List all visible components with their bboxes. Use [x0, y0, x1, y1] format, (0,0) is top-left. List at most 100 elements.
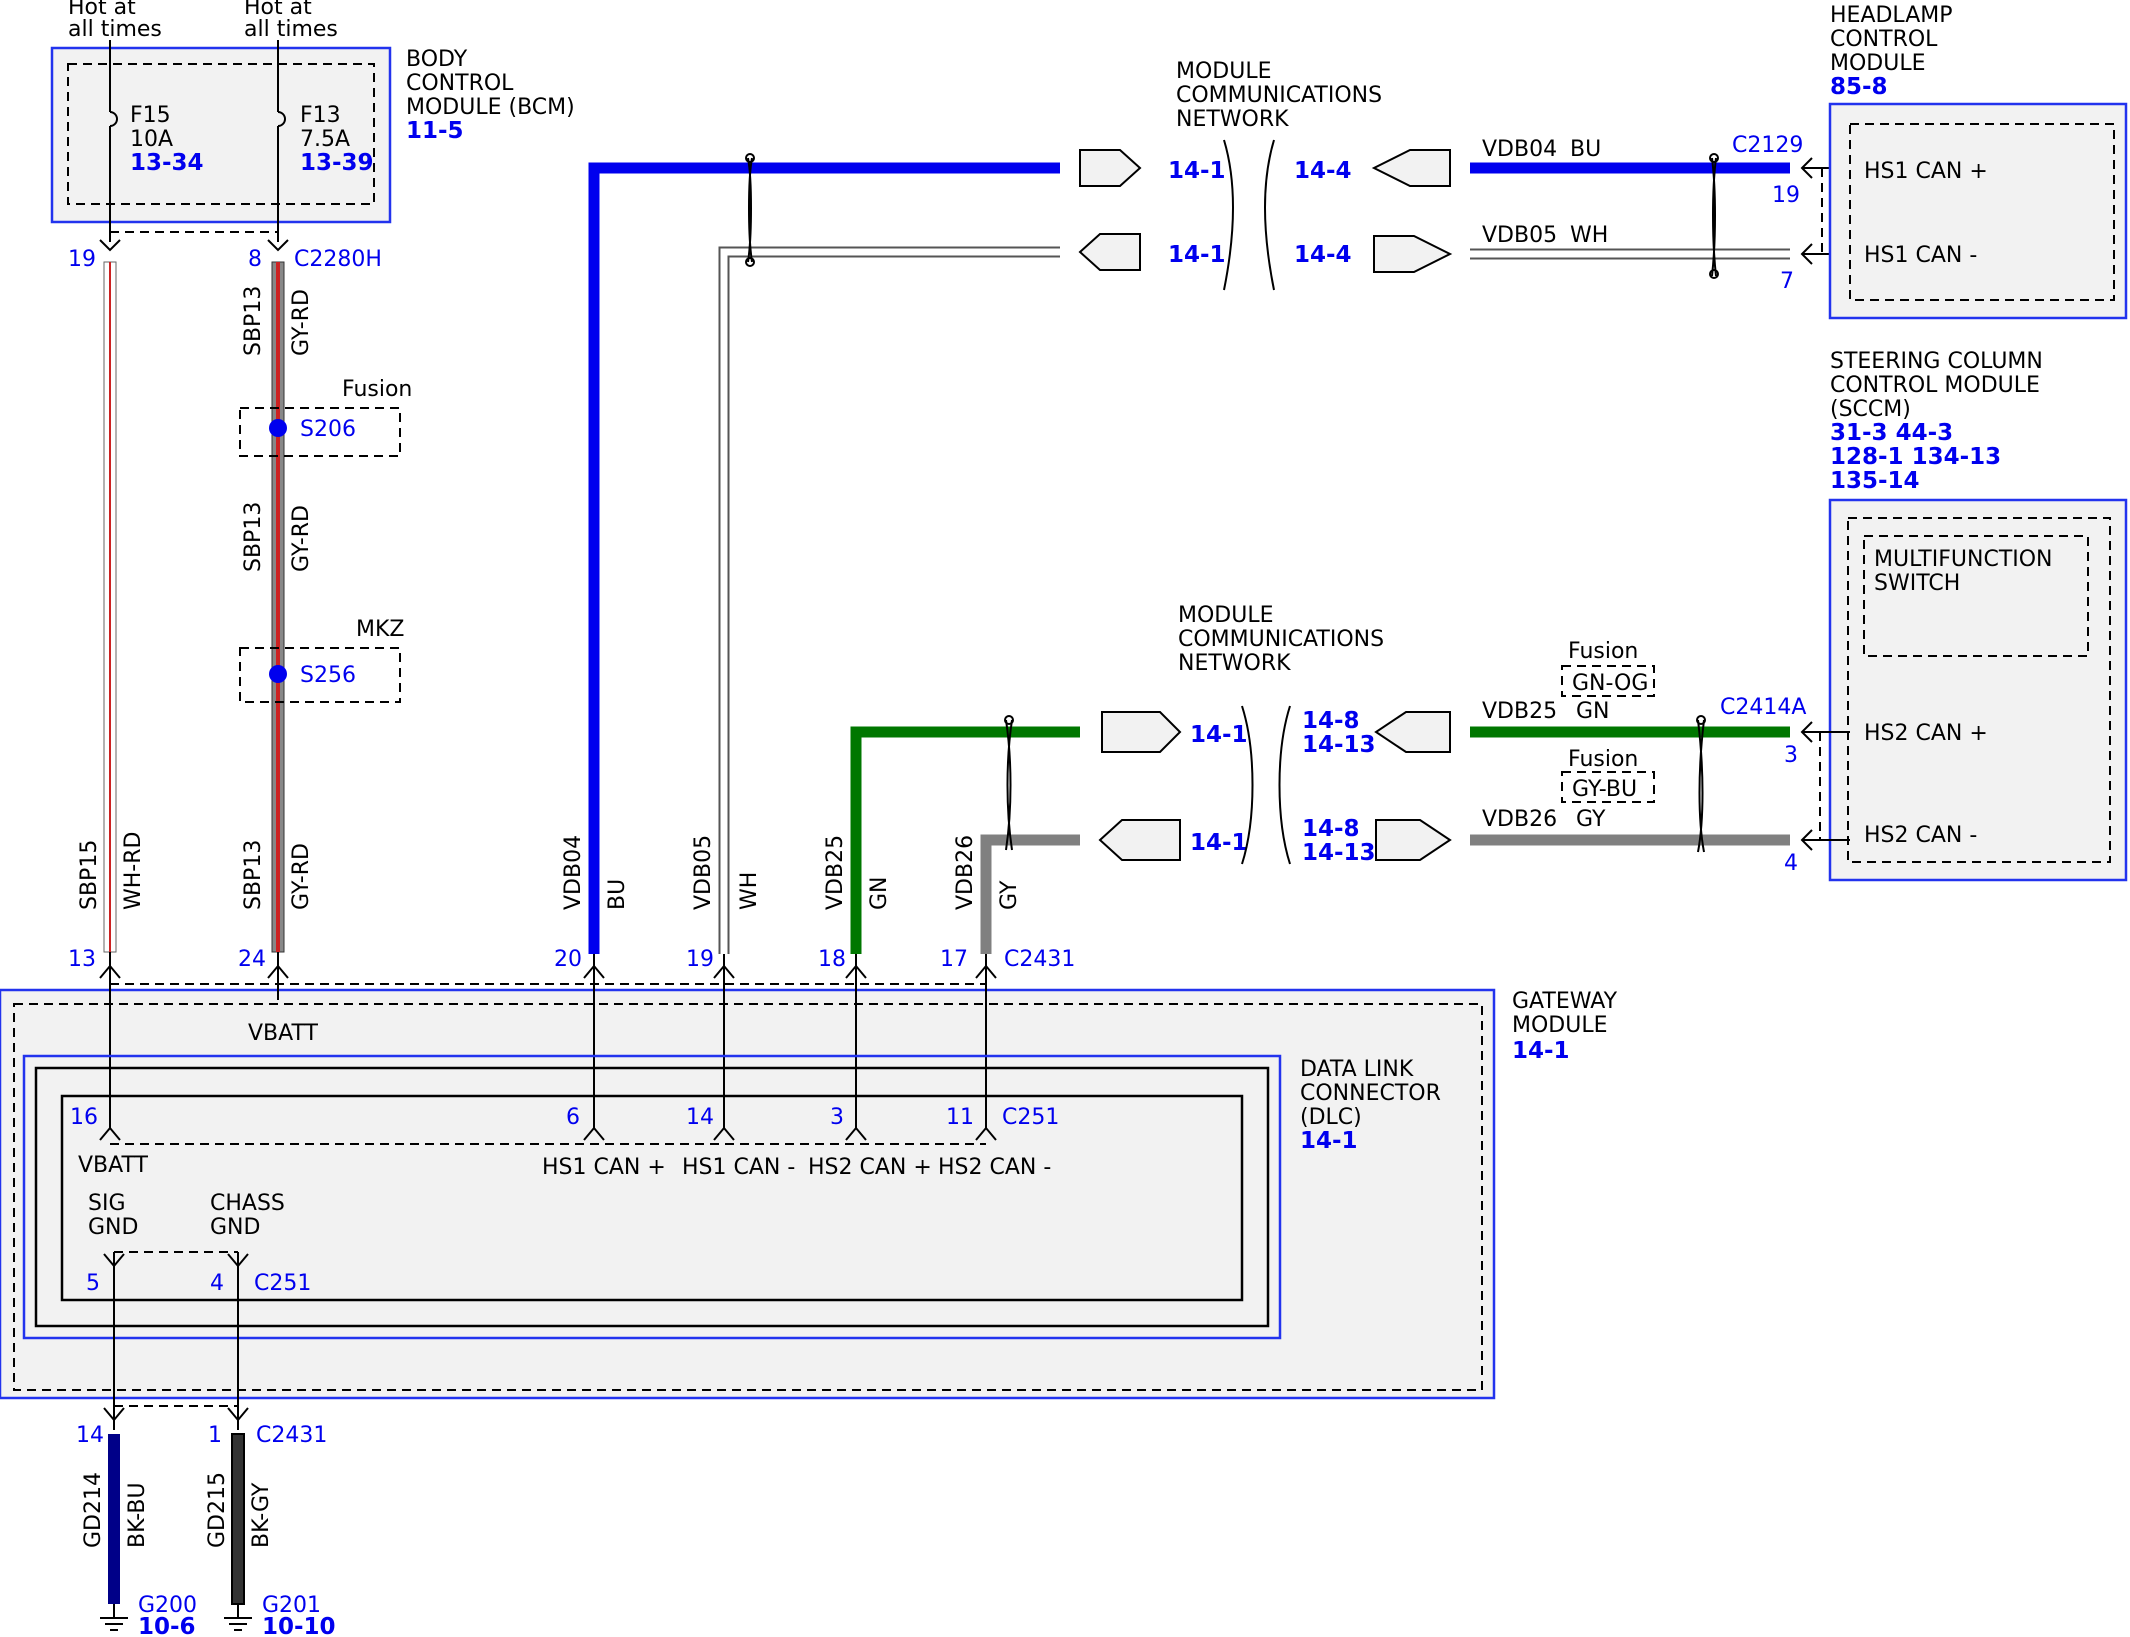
- headlamp-can-plus: HS1 CAN +: [1864, 159, 1988, 184]
- wire-gd215[interactable]: [231, 1433, 245, 1605]
- bcm-connector: C2280H: [294, 247, 382, 272]
- splice-s206-dot[interactable]: [269, 419, 287, 437]
- fuse-f15-ref[interactable]: 13-34: [130, 150, 204, 176]
- headlamp-ref[interactable]: 85-8: [1830, 74, 1888, 100]
- sbp13-color-2: GY-RD: [289, 505, 314, 572]
- left-power-wires: SBP13 GY-RD S206 Fusion SBP13 GY-RD S256…: [77, 261, 412, 953]
- connector-14-1-b[interactable]: [1078, 233, 1141, 271]
- ground-pin-14: 14: [76, 1423, 104, 1448]
- fusion1-color: GN-OG: [1572, 671, 1648, 696]
- gateway-vbatt: VBATT: [248, 1021, 319, 1046]
- ground-pin-1: 1: [208, 1423, 222, 1448]
- hot-left-line2: all times: [68, 17, 162, 42]
- gateway-border: [0, 988, 1496, 1400]
- vdb26-vertical-label: VDB26: [953, 835, 978, 910]
- dlc-connector: DATA LINK CONNECTOR (DLC) 14-1 16 6 14 3…: [22, 1054, 1441, 1430]
- dlc-name-1: DATA LINK: [1300, 1057, 1414, 1082]
- sccm-module: STEERING COLUMN CONTROL MODULE (SCCM) 31…: [1828, 349, 2128, 882]
- net-mid-title-3: NETWORK: [1178, 651, 1291, 676]
- fusion2-label: Fusion: [1568, 747, 1638, 772]
- dlc-hs1-can-minus: HS1 CAN -: [682, 1155, 795, 1180]
- fuse-f13-rating: 7.5A: [300, 127, 350, 152]
- gd214-label: GD214: [81, 1472, 106, 1548]
- gateway-ref[interactable]: 14-1: [1512, 1038, 1570, 1064]
- connector-14-1-d[interactable]: [1098, 819, 1181, 861]
- net-top-left-ref-2[interactable]: 14-1: [1168, 242, 1226, 268]
- vertical-wire-labels: VDB04 BU VDB05 WH VDB25 GN VDB26 GY: [561, 835, 1022, 910]
- fusion1-label: Fusion: [1568, 639, 1638, 664]
- splice-s206-box: [239, 407, 401, 457]
- bcm-ref[interactable]: 11-5: [406, 118, 464, 144]
- sccm-name-3: (SCCM): [1830, 397, 1911, 422]
- vdb05-label: VDB05: [1482, 223, 1557, 248]
- sccm-ref-2[interactable]: 128-1 134-13: [1830, 444, 2001, 470]
- vdb25-vertical-label: VDB25: [823, 835, 848, 910]
- net-top-left-ref-1[interactable]: 14-1: [1168, 158, 1226, 184]
- dlc-hs2-can-plus: HS2 CAN +: [808, 1155, 932, 1180]
- splice-s256-dot[interactable]: [269, 665, 287, 683]
- sccm-pin-3: 3: [1784, 743, 1798, 768]
- gateway-pin-17: 17: [940, 947, 968, 972]
- gateway-name-1: GATEWAY: [1512, 989, 1618, 1014]
- wire-vdb26[interactable]: [980, 834, 1080, 954]
- vdb04-color: BU: [1570, 137, 1601, 162]
- mid-network: 14-1 14-1 MODULE COMMUNICATIONS NETWORK …: [850, 603, 1850, 954]
- gateway-pin-18: 18: [818, 947, 846, 972]
- hot-right-line1: Hot at: [244, 0, 312, 20]
- hot-right-line2: all times: [244, 17, 338, 42]
- connector-14-1-c[interactable]: [1101, 711, 1182, 753]
- net-mid-right-ref-1a[interactable]: 14-8: [1302, 708, 1360, 734]
- sccm-ref-1[interactable]: 31-3 44-3: [1830, 420, 1953, 446]
- connector-14-8-b[interactable]: [1375, 819, 1452, 861]
- bcm-pin8-arrow: [267, 239, 289, 252]
- connector-14-8-a[interactable]: [1374, 711, 1451, 753]
- headlamp-name-3: MODULE: [1830, 51, 1926, 76]
- bcm-name-line2: CONTROL: [406, 71, 514, 96]
- vdb05-vertical-color: WH: [737, 872, 762, 910]
- vdb05-color: WH: [1570, 223, 1608, 248]
- wire-vdb05[interactable]: [720, 248, 1060, 954]
- dlc-pin-14: 14: [686, 1105, 714, 1130]
- ground-g201-ref[interactable]: 10-10: [262, 1614, 336, 1637]
- connector-14-4-a[interactable]: [1371, 149, 1451, 187]
- fuse-f15-symbol: [109, 111, 118, 127]
- bcm-name-line3: MODULE (BCM): [406, 95, 575, 120]
- dlc-ref[interactable]: 14-1: [1300, 1128, 1358, 1154]
- dlc-chass-gnd-1: CHASS: [210, 1191, 285, 1216]
- net-mid-right-ref-2b[interactable]: 14-13: [1302, 840, 1376, 866]
- connector-14-1-a[interactable]: [1079, 149, 1142, 187]
- sbp13-circuit-3: SBP13: [241, 840, 266, 910]
- sccm-connector: C2414A: [1720, 695, 1806, 720]
- sccm-ref-3[interactable]: 135-14: [1830, 468, 1920, 494]
- gd214-color: BK-BU: [125, 1482, 150, 1548]
- gd215-color: BK-GY: [249, 1482, 274, 1548]
- bcm-inner-dashed: [67, 63, 375, 205]
- connector-14-4-b[interactable]: [1373, 235, 1453, 273]
- wire-vdb04[interactable]: [588, 162, 1060, 954]
- net-mid-right-ref-2a[interactable]: 14-8: [1302, 816, 1360, 842]
- ground-symbol-g201: [224, 1604, 252, 1631]
- net-mid-left-ref-1[interactable]: 14-1: [1190, 722, 1248, 748]
- fuse-f13-ref[interactable]: 13-39: [300, 150, 374, 176]
- net-mid-right-ref-1b[interactable]: 14-13: [1302, 732, 1376, 758]
- dlc-pin-3: 3: [830, 1105, 844, 1130]
- wire-gd214[interactable]: [108, 1434, 120, 1604]
- net-top-right-ref-2[interactable]: 14-4: [1294, 242, 1352, 268]
- top-network: 14-1 14-1 MODULE COMMUNICATIONS NETWORK …: [588, 59, 1850, 954]
- multifunction-line1: MULTIFUNCTION: [1874, 547, 2053, 572]
- bcm-pin19-arrow: [99, 239, 121, 252]
- sbp15-circuit: SBP15: [77, 840, 102, 910]
- headlamp-can-minus: HS1 CAN -: [1864, 243, 1977, 268]
- wire-vdb25[interactable]: [850, 726, 1080, 954]
- dlc-chass-gnd-2: GND: [210, 1215, 260, 1240]
- gateway-pin-13: 13: [68, 947, 96, 972]
- sccm-border: [1828, 498, 2128, 882]
- net-mid-left-ref-2[interactable]: 14-1: [1190, 830, 1248, 856]
- dlc-name-2: CONNECTOR: [1300, 1081, 1441, 1106]
- ground-g201: G201: [262, 1593, 321, 1618]
- vdb04-vertical-color: BU: [605, 879, 630, 910]
- net-top-right-ref-1[interactable]: 14-4: [1294, 158, 1352, 184]
- multifunction-switch-box: [1863, 535, 2089, 657]
- ground-g200-ref[interactable]: 10-6: [138, 1614, 196, 1637]
